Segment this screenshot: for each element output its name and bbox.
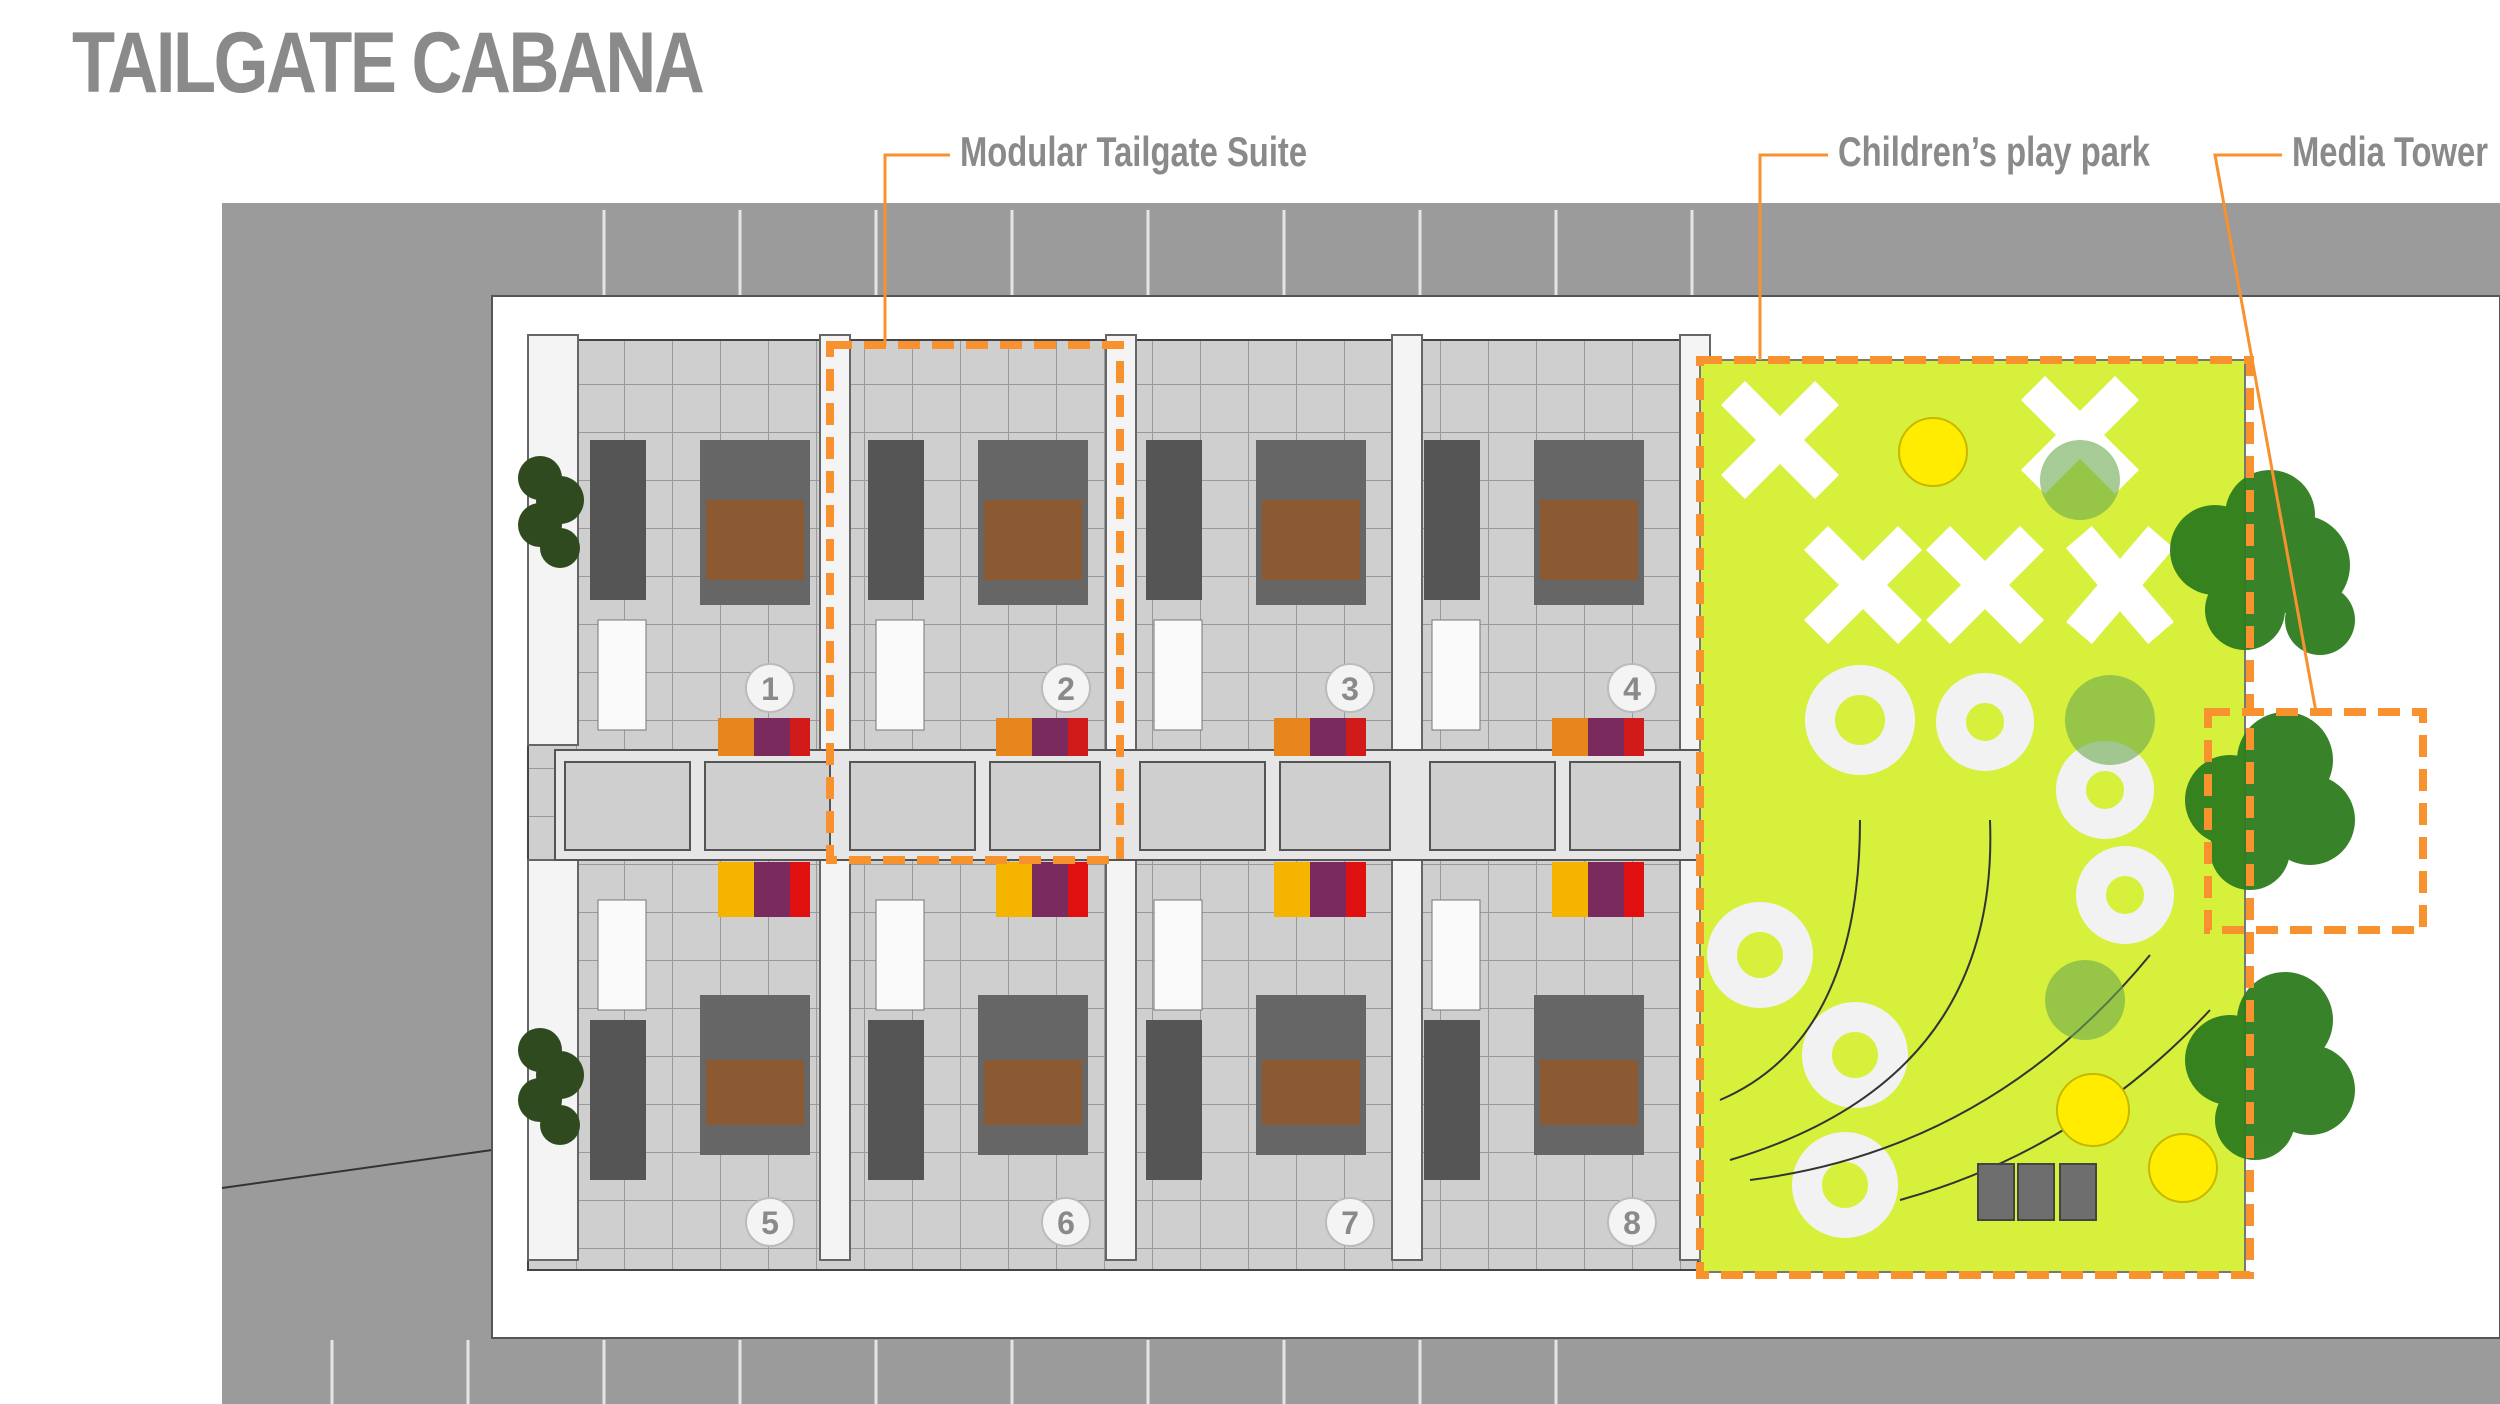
suite-number-1: 1 xyxy=(761,671,779,707)
trees xyxy=(2040,440,2355,1160)
callout-modular-tailgate-suite: Modular Tailgate Suite xyxy=(960,128,1308,175)
suite-number-3: 3 xyxy=(1341,671,1359,707)
leader-lines xyxy=(883,153,2318,713)
play-balls xyxy=(1898,417,2218,1203)
suite-number-markers xyxy=(745,663,1657,1247)
callout-childrens-play-park: Children’s play park xyxy=(1838,128,2150,175)
childrens-play-park xyxy=(1699,359,2246,1273)
suite-outline xyxy=(826,341,1124,864)
play-x-shapes xyxy=(1720,375,2174,645)
suite-number-7: 7 xyxy=(1341,1205,1359,1241)
callout-media-tower: Media Tower xyxy=(2292,128,2488,175)
suite-furniture-bottom xyxy=(590,862,1644,1180)
park-outline xyxy=(1696,356,2254,1279)
suite-number-8: 8 xyxy=(1623,1205,1641,1241)
suite-number-4: 4 xyxy=(1623,671,1641,707)
play-rings xyxy=(1707,665,2174,1238)
suites-block: 1 2 3 4 5 6 7 8 xyxy=(518,334,1711,1271)
suite-number-5: 5 xyxy=(761,1205,779,1241)
play-benches xyxy=(1977,1163,2097,1221)
suite-number-2: 2 xyxy=(1057,671,1075,707)
suite-number-6: 6 xyxy=(1057,1205,1075,1241)
shrubs xyxy=(518,456,584,1145)
suite-furniture-top xyxy=(590,440,1644,756)
page-title: TAILGATE CABANA xyxy=(72,15,705,111)
parking-stripes xyxy=(330,210,1694,1404)
